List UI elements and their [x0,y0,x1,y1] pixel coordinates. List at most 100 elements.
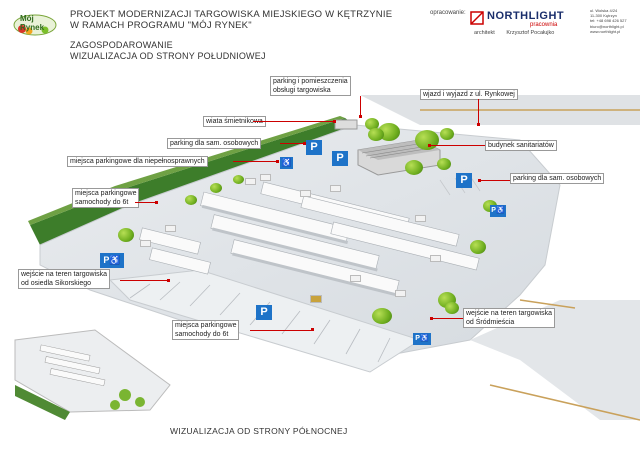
pointer-line [135,202,155,203]
title-line-2: W RAMACH PROGRAMU "MÓJ RYNEK" [70,20,252,31]
pointer-line [478,180,510,181]
company-name: NORTHLIGHT [487,10,565,22]
tree [445,302,459,314]
label-text: samochody do 6t [175,331,229,338]
pointer-line [360,96,361,116]
pointer-dot [477,123,480,126]
label-parking-osobowych-2: parking dla sam. osobowych [510,173,605,184]
logo-text: Mój Rynek [20,14,45,32]
tree [372,308,392,324]
car [310,295,322,303]
company-sub: pracownia [530,22,558,28]
pointer-dot [167,279,170,282]
moj-rynek-logo: Mój Rynek [12,11,58,37]
label-text: od Śródmieścia [466,319,515,326]
northlight-logo: NORTHLIGHT pracownia [470,9,570,35]
road-bottom [470,300,640,420]
pointer-line [250,330,312,331]
label-text: wejście na teren targowiska [21,271,107,278]
subtitle: ZAGOSPODAROWANIE WIZUALIZACJA OD STRONY … [70,40,266,62]
pointer-dot [303,142,306,145]
car [350,275,361,282]
bottom-view-title: WIZUALIZACJA OD STRONY PÓŁNOCNEJ [170,426,348,436]
pointer-line [120,280,168,281]
subtitle-line-1: ZAGOSPODAROWANIE [70,40,173,50]
pointer-dot [333,120,336,123]
parking-sign: P♿ [100,253,124,268]
label-text: wejście na teren targowiska [466,310,552,317]
label-text: od osiedla Sikorskiego [21,280,92,287]
prepared-label: opracowanie: [430,10,466,16]
pointer-line [432,318,463,319]
parking-sign: P [332,151,348,166]
label-wejscie-sikorskiego: wejście na teren targowiska od osiedla S… [18,269,110,289]
car [395,290,406,297]
car [300,190,311,197]
pointer-dot [430,317,433,320]
label-wejscie-srodmiescia: wejście na teren targowiska od Śródmieśc… [463,308,555,328]
subtitle-line-2: WIZUALIZACJA OD STRONY POŁUDNIOWEJ [70,51,266,61]
car [415,215,426,222]
label-miejsca-6t-1: miejsca parkingowe samochody do 6t [72,188,140,208]
label-text: parking i pomieszczenia [273,78,348,85]
car [140,240,151,247]
car [430,255,441,262]
address-line: biuro@northlight.pl [590,23,624,29]
pointer-dot [428,144,431,147]
label-text: miejsca parkingowe [75,190,137,197]
pointer-dot [311,328,314,331]
tree [185,195,197,205]
tree [368,128,384,141]
label-text: miejsca parkingowe [175,322,237,329]
architect-label: architekt [474,30,495,36]
label-text: obsługi targowiska [273,87,331,94]
pointer-dot [359,115,362,118]
disabled-parking-sign: P♿ [490,205,506,217]
label-niepelnosprawni: miejsca parkingowe dla niepełnosprawnych [67,156,208,167]
pointer-line [280,143,304,144]
tree [415,130,439,150]
parking-sign: P [306,140,322,155]
pointer-line [253,121,333,122]
tree [365,118,379,130]
parking-sign: P [456,173,472,188]
tree [440,128,454,140]
disabled-parking-sign: ♿ [280,157,293,169]
lower-parking [108,269,422,373]
title-line-1: PROJEKT MODERNIZACJI TARGOWISKA MIEJSKIE… [70,9,393,20]
tree [437,158,451,170]
tree [210,183,222,193]
pointer-line [233,161,278,162]
tree [118,228,134,242]
parking-sign: P [256,305,272,320]
pointer-line [430,145,485,146]
trash-shelter [334,119,358,130]
address-line: www.northlight.pl [590,28,621,34]
address-line: ul. Wolska 4/24 [590,8,618,13]
tree [470,240,486,254]
address-line: 11-300 Kętrzyn [590,13,617,19]
car [245,178,256,185]
label-parking-osobowych-1: parking dla sam. osobowych [167,138,262,149]
architect-name: Krzysztof Pocałujko [506,30,555,36]
tree [233,175,244,184]
north-view-inset [14,329,171,420]
car [330,185,341,192]
tree [405,160,423,175]
pointer-dot [276,160,279,163]
pointer-dot [155,201,158,204]
address-block: ul. Wolska 4/24 11-300 Kętrzyn tel: +48 … [590,8,638,34]
label-parking-obslugi: parking i pomieszczenia obsługi targowis… [270,76,351,96]
address-line: tel: +48 698 426 527 [590,18,627,24]
label-budynek: budynek sanitariatów [485,140,557,151]
architect-line: architekt Krzysztof Pocałujko [474,30,554,36]
project-title: PROJEKT MODERNIZACJI TARGOWISKA MIEJSKIE… [70,9,392,31]
pointer-line [478,99,479,124]
disabled-parking-sign: P♿ [413,333,431,345]
label-text: samochody do 6t [75,199,129,206]
northlight-mark-icon [470,11,484,25]
pointer-dot [478,179,481,182]
label-miejsca-6t-2: miejsca parkingowe samochody do 6t [172,320,240,340]
car [260,174,271,181]
